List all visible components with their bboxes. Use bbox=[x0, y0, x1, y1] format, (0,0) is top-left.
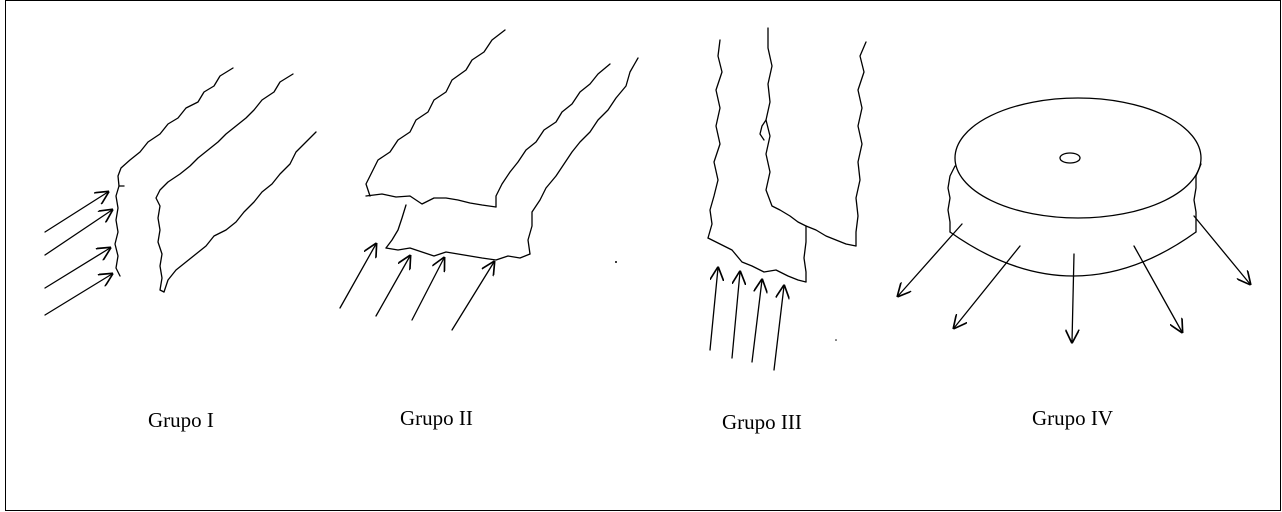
g2-lower-right-edge bbox=[528, 58, 638, 254]
g1-load-arrow-2 bbox=[45, 210, 112, 255]
group-3-label: Grupo III bbox=[722, 410, 802, 435]
g3-left-fracture bbox=[708, 238, 806, 282]
g1-load-arrow-1 bbox=[45, 192, 108, 232]
g3-inner-left-edge bbox=[766, 28, 806, 282]
g3-inner-fracture bbox=[760, 120, 766, 140]
group-4-label: Grupo IV bbox=[1032, 406, 1113, 431]
g4-center-hole bbox=[1060, 153, 1080, 163]
g3-right-fracture bbox=[806, 226, 856, 246]
g2-load-arrow-2 bbox=[376, 256, 410, 316]
g2-upper-left-edge bbox=[366, 30, 505, 196]
g4-disc-top-face bbox=[955, 98, 1201, 218]
group-1-figure bbox=[45, 68, 316, 315]
group-2-figure bbox=[340, 30, 638, 330]
g4-disc-right-side bbox=[1194, 164, 1201, 232]
group-4-figure bbox=[898, 98, 1250, 342]
speck-2 bbox=[835, 339, 837, 341]
g3-load-arrow-2 bbox=[732, 272, 740, 358]
g1-crack-far-edge bbox=[164, 132, 316, 292]
g4-load-arrow-5 bbox=[1194, 216, 1250, 284]
group-2-label: Grupo II bbox=[400, 406, 473, 431]
g2-upper-right-edge bbox=[496, 64, 610, 207]
g2-load-arrow-4 bbox=[452, 262, 494, 330]
g2-upper-fracture bbox=[366, 194, 496, 207]
g3-load-arrow-1 bbox=[710, 268, 718, 350]
g3-load-arrow-3 bbox=[752, 280, 762, 362]
g1-crack-left-edge bbox=[115, 68, 233, 276]
g1-load-arrow-4 bbox=[45, 274, 112, 315]
g3-load-arrow-4 bbox=[774, 286, 784, 370]
g4-load-arrow-3 bbox=[1072, 254, 1074, 342]
g2-load-arrow-1 bbox=[340, 244, 376, 308]
g4-load-arrow-2 bbox=[954, 246, 1020, 328]
g4-load-arrow-4 bbox=[1134, 246, 1182, 332]
group-3-figure bbox=[708, 28, 866, 370]
g2-lower-fracture bbox=[386, 248, 530, 260]
g3-left-edge bbox=[708, 40, 722, 238]
group-1-label: Grupo I bbox=[148, 408, 214, 433]
g3-right-edge bbox=[856, 42, 866, 246]
speck-1 bbox=[615, 261, 617, 263]
g2-lower-left-edge bbox=[386, 205, 406, 248]
g1-load-arrow-3 bbox=[45, 248, 110, 288]
g4-load-arrow-1 bbox=[898, 224, 962, 296]
g2-load-arrow-3 bbox=[412, 258, 444, 320]
g4-disc-left-side bbox=[948, 166, 955, 232]
